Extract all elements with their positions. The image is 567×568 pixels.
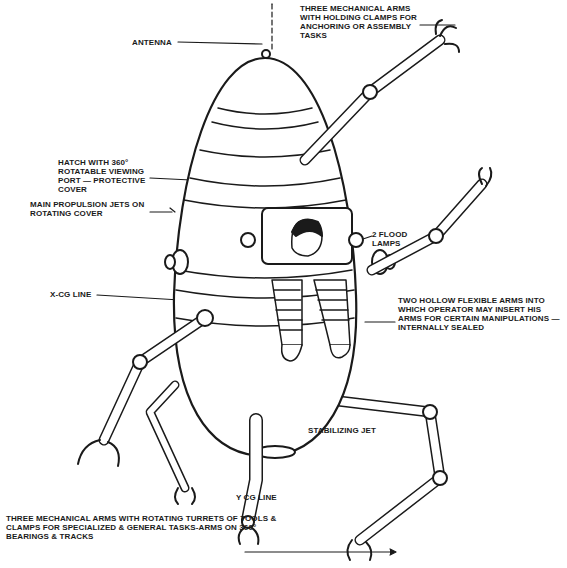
callout-label: 2 FLOOD LAMPS <box>372 230 417 248</box>
callout-label: ANTENNA <box>132 38 182 47</box>
callout-label: MAIN PROPULSION JETS ON ROTATING COVER <box>30 200 165 218</box>
operator <box>292 220 322 256</box>
callout-label: HATCH WITH 360° ROTATABLE VIEWING PORT —… <box>58 158 150 194</box>
flood-lamp <box>349 233 363 247</box>
viewing-port <box>262 208 352 264</box>
callout-label: THREE MECHANICAL ARMS WITH HOLDING CLAMP… <box>300 4 420 40</box>
flood-lamp <box>241 233 255 247</box>
antenna <box>262 50 270 58</box>
callout-label: STABILIZING JET <box>308 426 398 435</box>
pod-body <box>174 58 356 456</box>
flexible-arms <box>272 280 350 361</box>
upper-arms <box>78 20 491 544</box>
callout-label: THREE MECHANICAL ARMS WITH ROTATING TURR… <box>6 514 296 541</box>
leader-lines <box>97 4 455 555</box>
callout-label: X-CG LINE <box>50 290 100 299</box>
callout-label: TWO HOLLOW FLEXIBLE ARMS INTO WHICH OPER… <box>398 296 566 332</box>
callout-label: Y CG LINE <box>236 493 296 502</box>
